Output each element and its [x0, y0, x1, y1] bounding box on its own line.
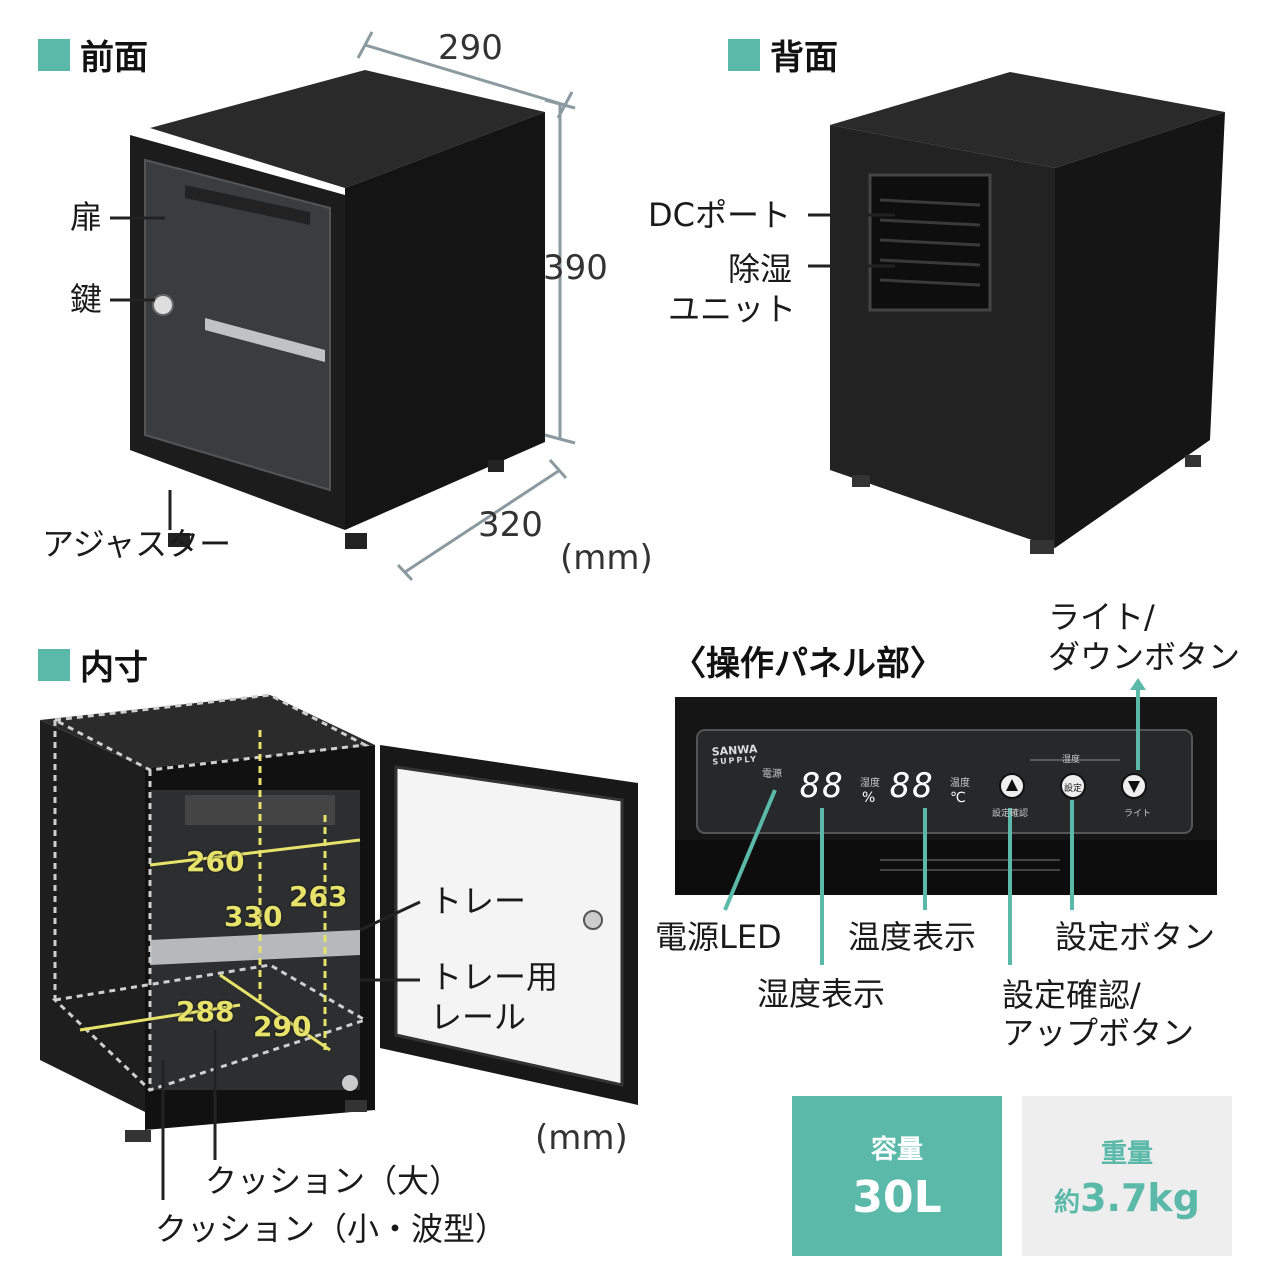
panel-leader-lines — [723, 685, 1140, 965]
light-down-label-2: ダウンボタン — [1048, 638, 1241, 676]
humidity-unit: % — [862, 790, 876, 806]
weight-label: 重量 — [1100, 1138, 1153, 1169]
confirm-up-label-2: アップボタン — [1002, 1014, 1195, 1052]
dim-290: 290 — [253, 1010, 312, 1043]
humidity-mark: 湿度 — [860, 778, 880, 789]
interior-yellow-solid — [79, 838, 361, 1052]
door-label: 扉 — [70, 198, 103, 236]
back-section-title: 背面 — [728, 30, 838, 79]
capacity-value: 30L — [852, 1172, 942, 1223]
up-arrowhead — [1130, 678, 1146, 690]
accent-square — [728, 38, 760, 71]
front-leader-lines — [110, 216, 172, 530]
accent-square — [38, 648, 70, 681]
confirm-up-label-1: 設定確認/ — [1002, 976, 1141, 1014]
capacity-label: 容量 — [870, 1135, 923, 1165]
back-leader-lines — [808, 213, 895, 268]
set-button-mark: 設定 — [1064, 784, 1083, 794]
dim-260: 260 — [186, 845, 245, 878]
cushion-small-label: クッション（小・波型） — [155, 1210, 508, 1248]
inside-section-title: 内寸 — [38, 640, 148, 689]
humidity-display-label: 湿度表示 — [757, 975, 886, 1013]
control-panel-photo — [675, 697, 1217, 895]
confirm-button-mark: 設定確認 — [992, 809, 1029, 819]
dc-port-label: DCポート — [648, 196, 791, 234]
light-button-mark: ライト — [1124, 809, 1152, 819]
capacity-box: 容量 30L — [792, 1096, 1002, 1256]
temp-reading: 88 — [890, 766, 935, 806]
adjuster-label: アジャスター — [42, 525, 232, 563]
front-depth: 320 — [478, 505, 543, 545]
interior-cabinet — [40, 695, 638, 1142]
weight-box: 重量 約3.7kg — [1022, 1096, 1232, 1256]
rail-label-1: トレー用 — [430, 958, 559, 996]
power-mark: 電源 — [762, 769, 782, 780]
temp-unit: ℃ — [950, 790, 966, 806]
panel-section-title: 〈操作パネル部〉 — [672, 644, 944, 684]
weight-value: 3.7kg — [1080, 1175, 1200, 1220]
dim-288: 288 — [176, 995, 235, 1028]
rail-label-2: レール — [430, 998, 527, 1036]
weight-prefix: 約 — [1054, 1187, 1081, 1218]
group-mark: 湿度 — [1062, 755, 1081, 765]
dim-263: 263 — [289, 880, 348, 913]
key-label: 鍵 — [70, 280, 103, 318]
set-button-label: 設定ボタン — [1055, 918, 1216, 956]
panel-brand: SANWA SUPPLY — [711, 742, 759, 767]
humidity-reading: 88 — [800, 766, 845, 806]
tray-label: トレー — [430, 882, 527, 920]
temp-display-label: 温度表示 — [848, 918, 977, 956]
inside-unit: (mm) — [535, 1118, 628, 1158]
front-section-title: 前面 — [38, 30, 148, 79]
dim-330: 330 — [224, 900, 283, 933]
front-unit: (mm) — [560, 538, 653, 578]
dehumidifier-label-1: 除湿 — [728, 250, 793, 288]
accent-square — [38, 38, 70, 71]
front-dimension-lines — [356, 31, 576, 582]
interior-leader-lines — [161, 900, 421, 1200]
light-down-label-1: ライト/ — [1048, 598, 1155, 636]
power-led-label: 電源LED — [655, 918, 782, 956]
cushion-large-label: クッション（大） — [205, 1162, 462, 1200]
interior-yellow-lines — [258, 730, 327, 1050]
dehumidifier-label-2: ユニット — [668, 290, 797, 328]
front-width: 290 — [438, 28, 503, 68]
back-cabinet — [830, 72, 1225, 554]
front-height: 390 — [543, 248, 608, 288]
temp-mark: 温度 — [950, 778, 970, 789]
front-cabinet — [130, 70, 545, 549]
interior-dashed-outline — [50, 693, 370, 1092]
